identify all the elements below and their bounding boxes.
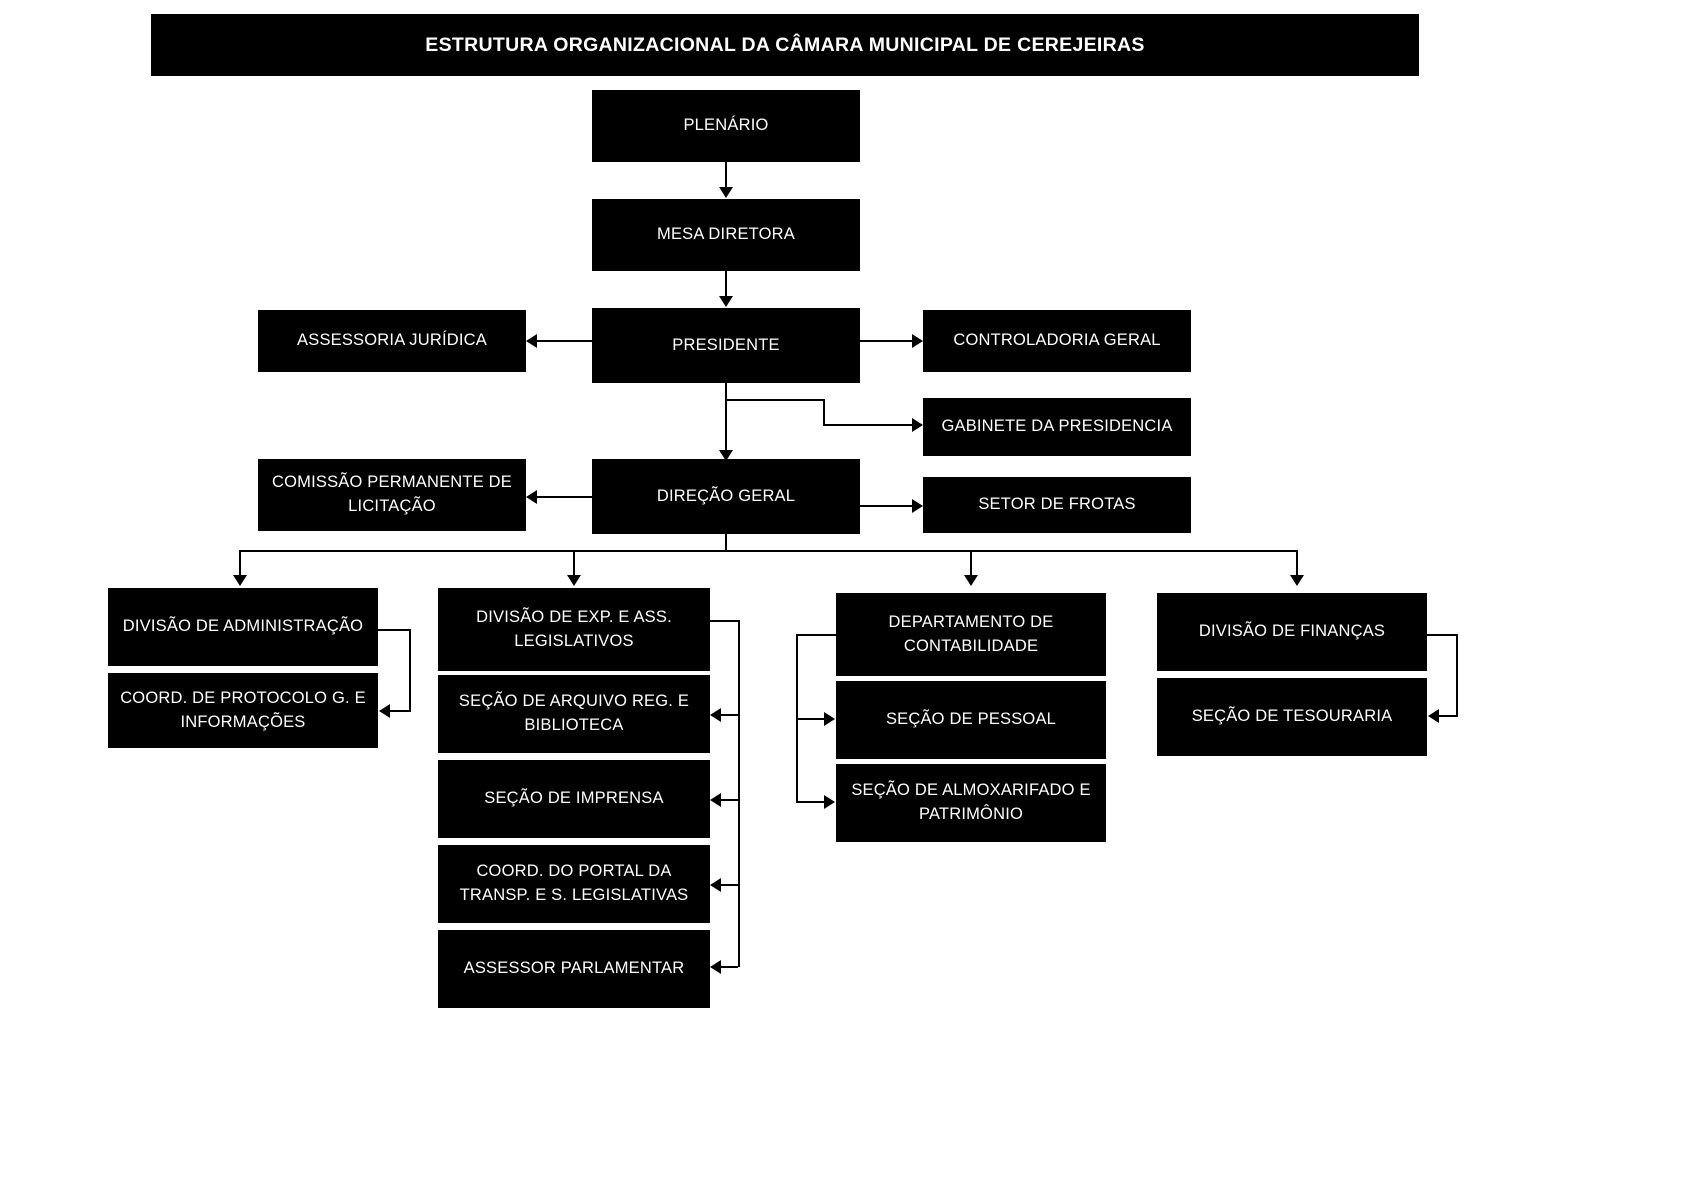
arrowhead-plenario-mesa (719, 187, 733, 198)
connector-presidente-direcao (725, 383, 727, 452)
chart-title-text: ESTRUTURA ORGANIZACIONAL DA CÂMARA MUNIC… (425, 33, 1145, 56)
connector-mesa-presidente (725, 271, 727, 298)
connector-legis-to-imprensa (721, 799, 738, 801)
node-secao-imprensa[interactable]: SEÇÃO DE IMPRENSA (438, 760, 710, 838)
node-setor-frotas[interactable]: SETOR DE FROTAS (923, 477, 1191, 533)
node-direcao-geral[interactable]: DIREÇÃO GERAL (592, 459, 860, 534)
node-secao-almoxarifado-label: SEÇÃO DE ALMOXARIFADO E PATRIMÔNIO (851, 781, 1091, 823)
arrowhead-legis-arquivo (710, 708, 721, 722)
node-divisao-financas-label: DIVISÃO DE FINANÇAS (1198, 622, 1386, 641)
node-divisao-exp-legislativos[interactable]: DIVISÃO DE EXP. E ASS. LEGISLATIVOS (438, 588, 710, 671)
arrowhead-bus-col3 (964, 575, 978, 586)
node-mesa-diretora-label: MESA DIRETORA (657, 225, 795, 244)
connector-direcao-comissao (537, 496, 594, 498)
node-controladoria-geral[interactable]: CONTROLADORIA GERAL (923, 310, 1191, 372)
node-divisao-financas[interactable]: DIVISÃO DE FINANÇAS (1157, 593, 1427, 671)
node-plenario-label: PLENÁRIO (683, 116, 769, 135)
arrowhead-bus-col2 (567, 575, 581, 586)
arrowhead-financas-tesouraria (1428, 709, 1439, 723)
node-comissao-licitacao[interactable]: COMISSÃO PERMANENTE DE LICITAÇÃO (258, 459, 526, 531)
connector-adm-seg1 (378, 629, 411, 631)
connector-bus-horizontal (239, 550, 1298, 552)
connector-financas-to-tesouraria (1439, 715, 1457, 717)
node-secao-pessoal-label: SEÇÃO DE PESSOAL (885, 710, 1057, 729)
arrowhead-direcao-frotas (912, 499, 923, 513)
node-mesa-diretora[interactable]: MESA DIRETORA (592, 199, 860, 271)
node-departamento-contabilidade[interactable]: DEPARTAMENTO DE CONTABILIDADE (836, 593, 1106, 676)
node-setor-frotas-label: SETOR DE FROTAS (978, 495, 1136, 514)
arrowhead-contab-pessoal (824, 712, 835, 726)
node-secao-arquivo-biblioteca[interactable]: SEÇÃO DE ARQUIVO REG. E BIBLIOTECA (438, 675, 710, 753)
connector-financas-rail-vertical (1456, 634, 1458, 717)
connector-plenario-mesa (725, 162, 727, 189)
connector-adm-seg2 (409, 629, 411, 711)
arrowhead-legis-assessor (710, 960, 721, 974)
arrowhead-presidente-direcao (719, 450, 733, 461)
node-coord-portal-transp-label: COORD. DO PORTAL DA TRANSP. E S. LEGISLA… (459, 862, 689, 904)
chart-title-banner: ESTRUTURA ORGANIZACIONAL DA CÂMARA MUNIC… (151, 14, 1419, 76)
connector-presidente-assessoria (537, 340, 594, 342)
connector-gabinete-seg1 (725, 399, 825, 401)
node-assessoria-juridica[interactable]: ASSESSORIA JURÍDICA (258, 310, 526, 372)
connector-legis-to-portal (721, 884, 738, 886)
node-coord-protocolo-label: COORD. DE PROTOCOLO G. E INFORMAÇÕES (120, 688, 366, 731)
arrowhead-presidente-controladoria (912, 334, 923, 348)
node-secao-imprensa-label: SEÇÃO DE IMPRENSA (484, 789, 664, 808)
connector-bus-drop-col4 (1296, 550, 1298, 579)
connector-gabinete-seg3 (823, 424, 913, 426)
node-secao-pessoal[interactable]: SEÇÃO DE PESSOAL (836, 681, 1106, 759)
connector-gabinete-seg2 (823, 399, 825, 426)
connector-presidente-controladoria (860, 340, 913, 342)
arrowhead-presidente-assessoria (526, 334, 537, 348)
connector-legis-rail-vertical (738, 620, 740, 967)
arrowhead-bus-col1 (233, 575, 247, 586)
node-assessor-parlamentar[interactable]: ASSESSOR PARLAMENTAR (438, 930, 710, 1008)
connector-legis-to-assessor (721, 966, 738, 968)
node-coord-protocolo[interactable]: COORD. DE PROTOCOLO G. E INFORMAÇÕES (108, 673, 378, 748)
node-secao-tesouraria-label: SEÇÃO DE TESOURARIA (1191, 707, 1393, 726)
node-presidente-label: PRESIDENTE (672, 335, 780, 354)
connector-adm-seg3 (390, 710, 411, 712)
arrowhead-legis-portal (710, 878, 721, 892)
connector-bus-drop-col1 (239, 550, 241, 579)
node-departamento-contabilidade-label: DEPARTAMENTO DE CONTABILIDADE (888, 612, 1054, 655)
node-assessoria-juridica-label: ASSESSORIA JURÍDICA (297, 331, 487, 350)
arrowhead-legis-imprensa (710, 793, 721, 807)
node-gabinete-presidencia-label: GABINETE DA PRESIDENCIA (941, 417, 1173, 436)
arrowhead-presidente-gabinete (912, 418, 923, 432)
arrowhead-direcao-comissao (526, 490, 537, 504)
connector-contab-to-almoxarifado (796, 801, 825, 803)
node-assessor-parlamentar-label: ASSESSOR PARLAMENTAR (463, 959, 685, 978)
node-secao-tesouraria[interactable]: SEÇÃO DE TESOURARIA (1157, 678, 1427, 756)
connector-legis-to-arquivo (721, 714, 738, 716)
arrowhead-contab-almoxarifado (824, 795, 835, 809)
connector-bus-drop-col2 (573, 550, 575, 579)
node-direcao-geral-label: DIREÇÃO GERAL (656, 486, 796, 505)
node-plenario[interactable]: PLENÁRIO (592, 90, 860, 162)
connector-direcao-frotas (860, 505, 913, 507)
connector-contab-rail-top (796, 634, 837, 636)
node-coord-portal-transp[interactable]: COORD. DO PORTAL DA TRANSP. E S. LEGISLA… (438, 845, 710, 923)
arrowhead-adm-coord (379, 704, 390, 718)
node-secao-arquivo-biblioteca-label: SEÇÃO DE ARQUIVO REG. E BIBLIOTECA (458, 692, 690, 734)
node-secao-almoxarifado[interactable]: SEÇÃO DE ALMOXARIFADO E PATRIMÔNIO (836, 764, 1106, 842)
node-comissao-licitacao-label: COMISSÃO PERMANENTE DE LICITAÇÃO (271, 473, 513, 515)
connector-bus-drop (725, 534, 727, 551)
connector-bus-drop-col3 (970, 550, 972, 579)
node-gabinete-presidencia[interactable]: GABINETE DA PRESIDENCIA (923, 398, 1191, 456)
arrowhead-bus-col4 (1290, 575, 1304, 586)
node-divisao-exp-legislativos-label: DIVISÃO DE EXP. E ASS. LEGISLATIVOS (476, 607, 672, 650)
connector-legis-rail-top (710, 620, 740, 622)
node-divisao-administracao[interactable]: DIVISÃO DE ADMINISTRAÇÃO (108, 588, 378, 666)
node-presidente[interactable]: PRESIDENTE (592, 308, 860, 383)
node-controladoria-geral-label: CONTROLADORIA GERAL (953, 331, 1161, 350)
node-divisao-administracao-label: DIVISÃO DE ADMINISTRAÇÃO (122, 617, 364, 636)
arrowhead-mesa-presidente (719, 296, 733, 307)
connector-contab-to-pessoal (796, 718, 825, 720)
connector-financas-rail-top (1427, 634, 1458, 636)
